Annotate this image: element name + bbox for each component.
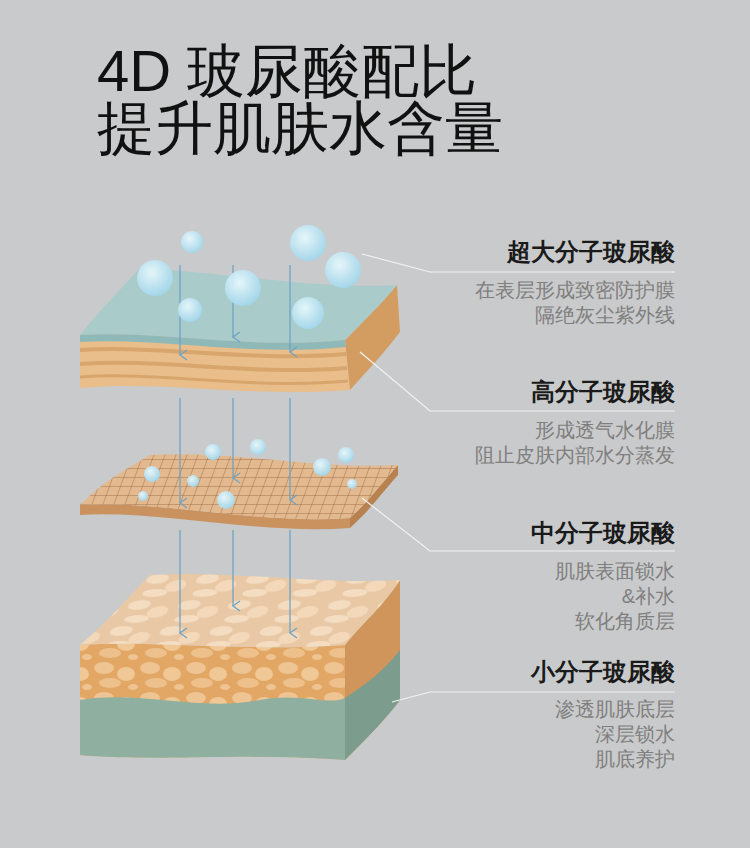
epidermis-slab <box>80 268 400 392</box>
callout-note: 形成透气水化膜 阻止皮肤内部水分蒸发 <box>475 418 675 468</box>
leader-lines <box>360 254 675 702</box>
dermis-block <box>80 574 400 760</box>
callout-heading: 中分子玻尿酸 <box>531 518 675 548</box>
callout-note: 肌肤表面锁水&补水 软化角质层 <box>555 559 675 634</box>
mesh-layer <box>80 454 398 529</box>
penetration-arrows <box>180 265 290 633</box>
callout-heading: 小分子玻尿酸 <box>531 657 675 687</box>
page-title: 4D 玻尿酸配比 提升肌肤水含量 <box>97 42 515 156</box>
callout-note: 渗透肌肤底层 深层锁水 肌底养护 <box>555 697 675 772</box>
hyaluronic-bubbles <box>137 225 361 509</box>
callout-heading: 高分子玻尿酸 <box>531 377 675 407</box>
callout-heading: 超大分子玻尿酸 <box>507 237 675 267</box>
callout-note: 在表层形成致密防护膜 隔绝灰尘紫外线 <box>475 278 675 328</box>
